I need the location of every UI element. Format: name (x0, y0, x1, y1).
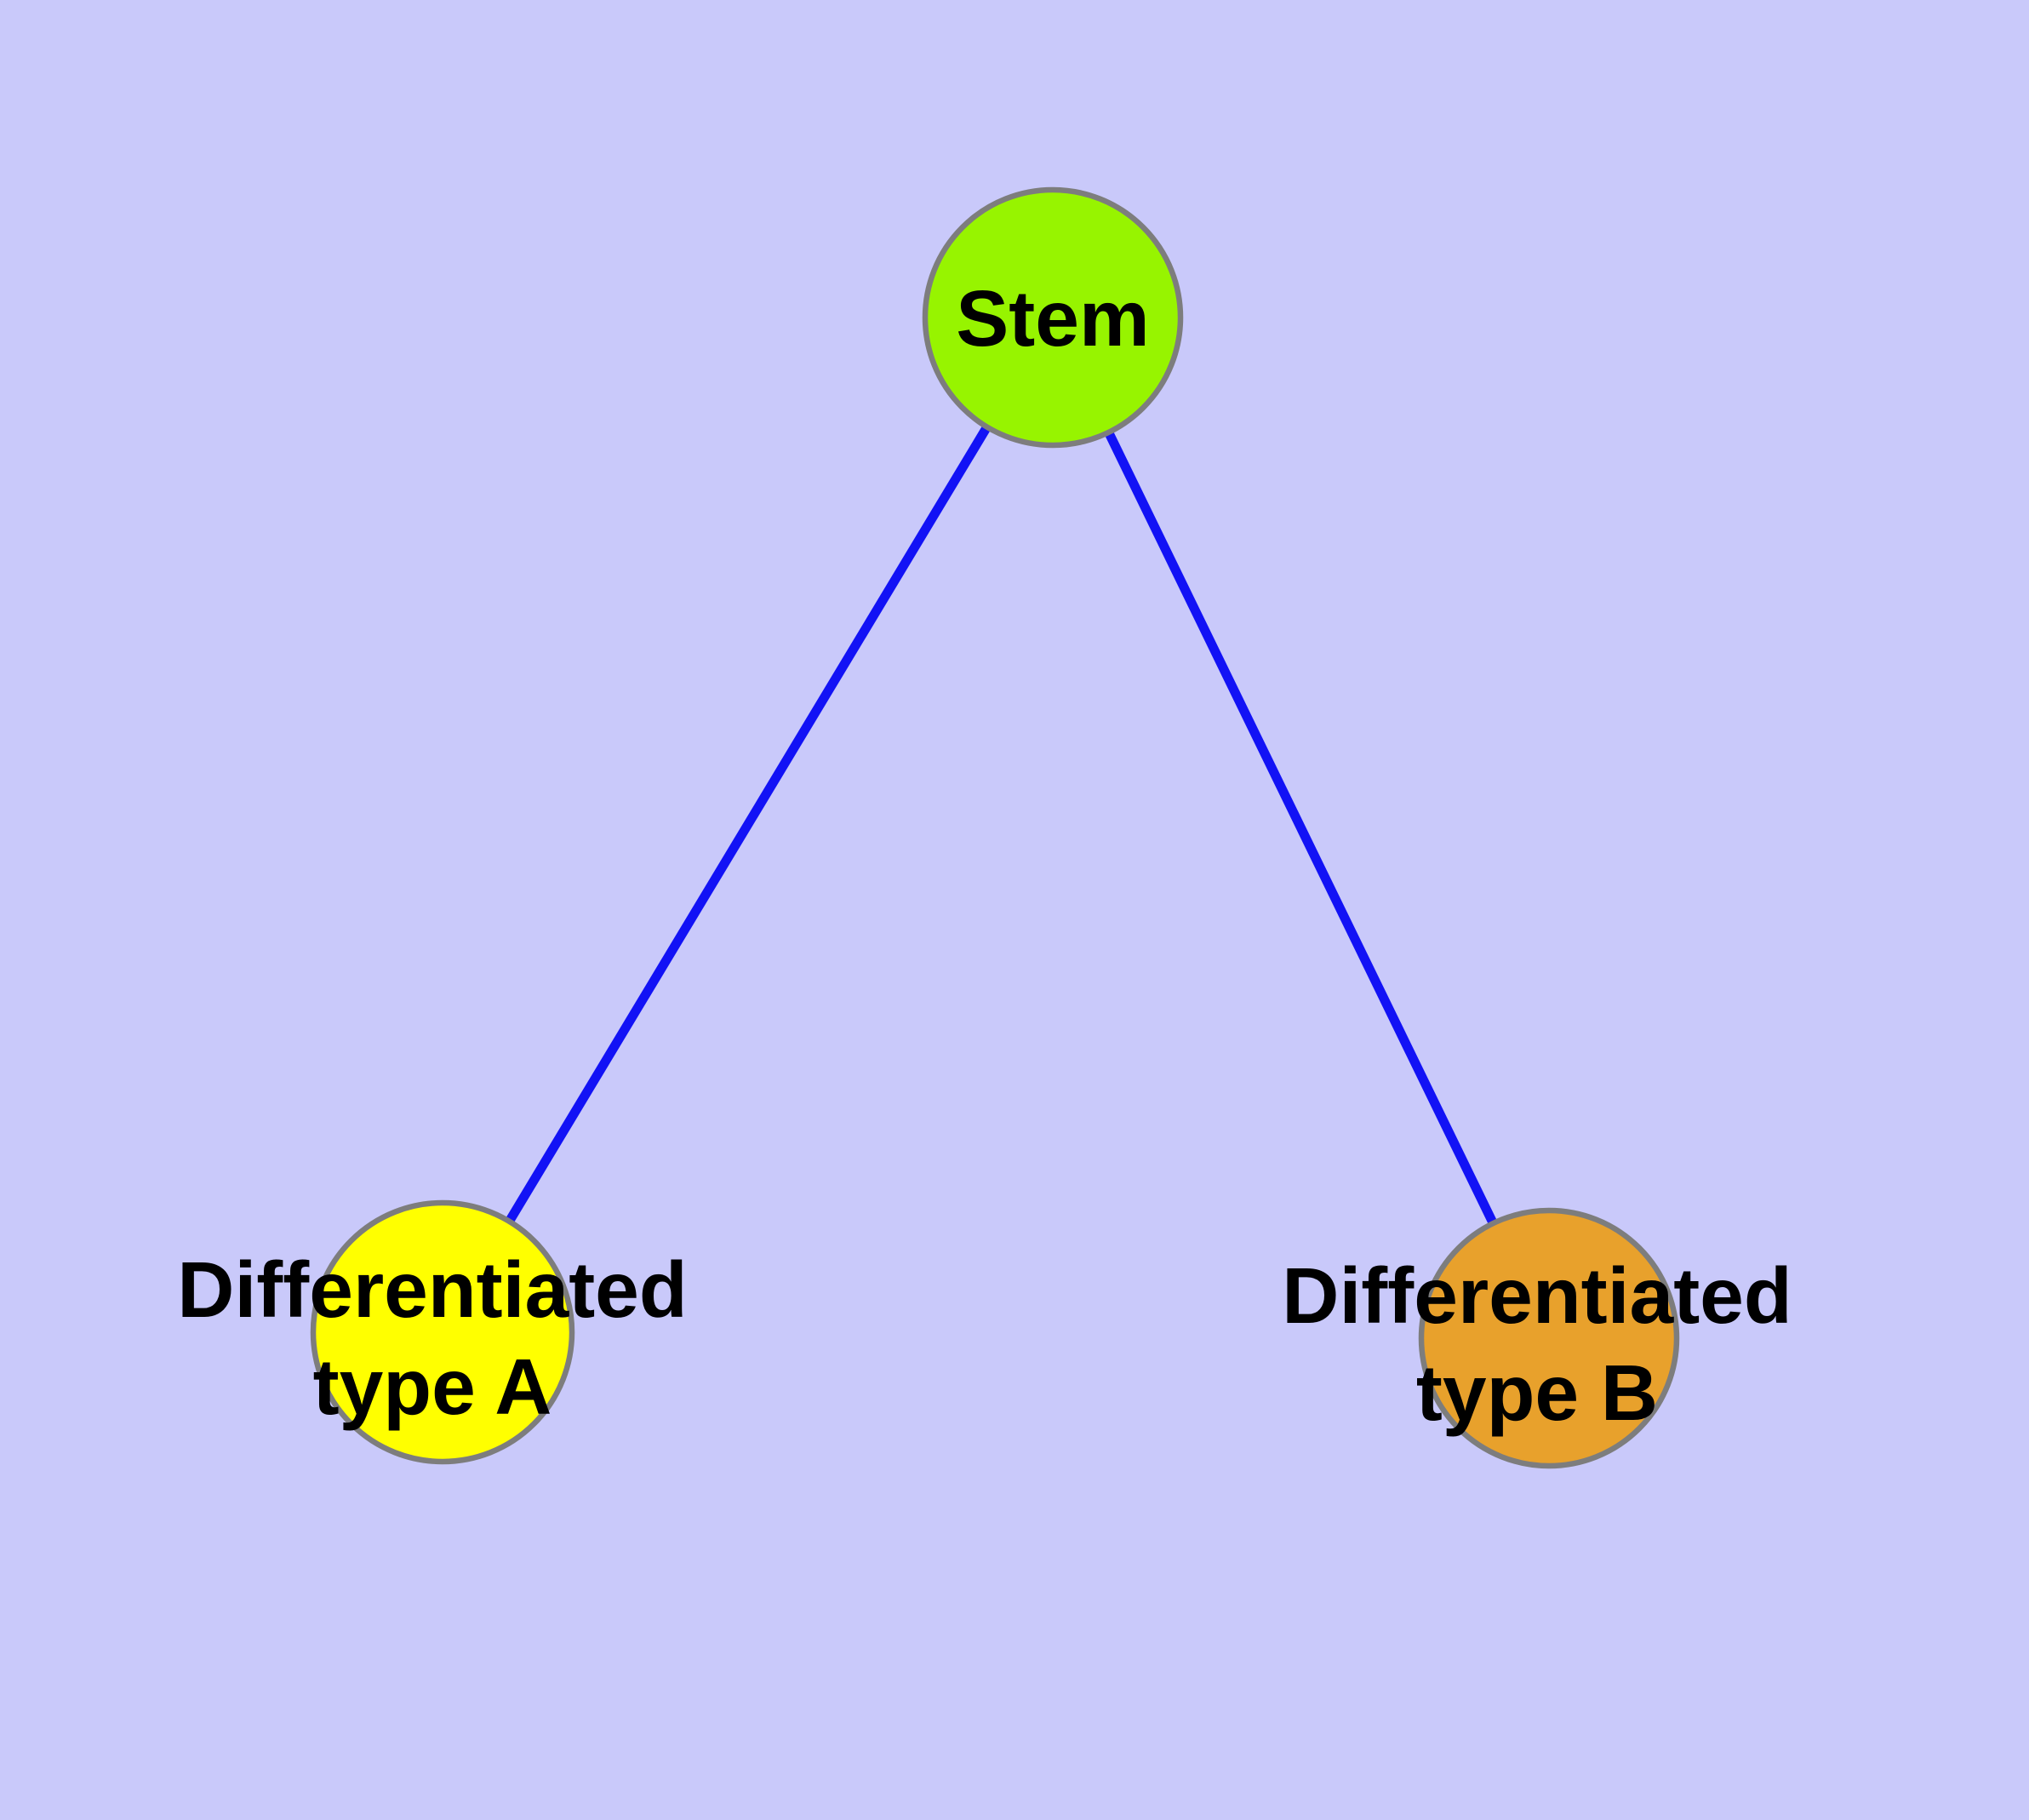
node-stem-label: Stem (956, 274, 1149, 363)
edge-stem-to-type-a (438, 315, 1057, 1335)
node-type-a-label-line-1: Differentiated (177, 1245, 687, 1334)
node-differentiated-type-a (310, 1199, 575, 1465)
node-stem (922, 186, 1184, 449)
node-type-b-label-line-2: type B (1416, 1348, 1658, 1437)
node-differentiated-type-b (1418, 1207, 1680, 1469)
node-type-a-label-line-2: type A (313, 1342, 552, 1431)
edge-stem-to-type-b (1049, 315, 1553, 1341)
node-type-b-label-line-1: Differentiated (1282, 1251, 1792, 1340)
